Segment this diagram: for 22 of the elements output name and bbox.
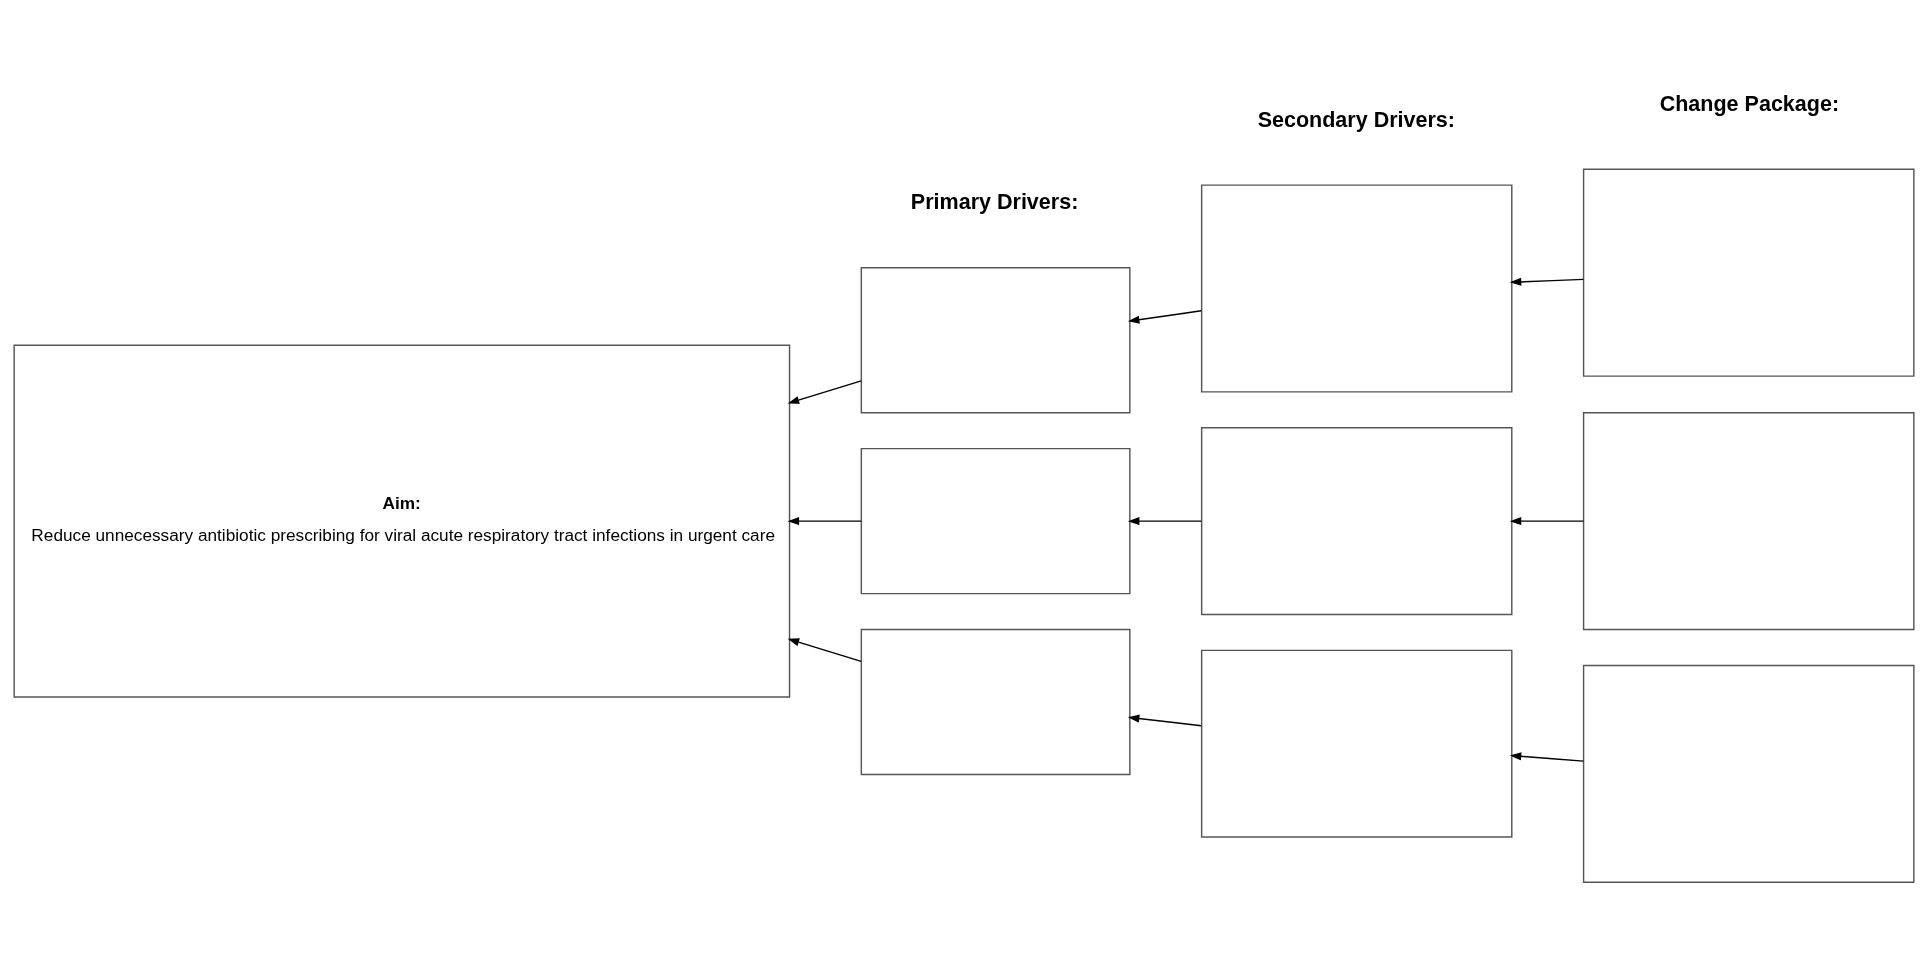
arrow: [1127, 714, 1202, 726]
label: Primary Drivers:: [910, 189, 1079, 214]
arrow: [1509, 751, 1585, 762]
arrow: [787, 637, 862, 662]
arrow: [1127, 309, 1202, 324]
arrow: [1509, 277, 1585, 286]
node-box: [1582, 664, 1915, 883]
arrow: [1509, 516, 1585, 525]
node-box: [860, 628, 1131, 775]
arrow: [787, 516, 862, 525]
node-box: [1200, 426, 1513, 615]
arrow: [1127, 516, 1202, 525]
node-box: Aim: Reduce unnecessary antibiotic prescribing for viral acute respiratory tract infections in urgent care: [13, 344, 791, 698]
node-box: [1200, 183, 1513, 393]
node-box: [860, 266, 1131, 413]
label: Change Package:: [1659, 91, 1840, 116]
arrow: [787, 379, 862, 404]
label: Secondary Drivers:: [1257, 107, 1455, 132]
node-box: [1200, 649, 1513, 838]
node-box: [860, 447, 1131, 594]
node-box: [1582, 411, 1915, 630]
node-box: [1582, 168, 1915, 377]
